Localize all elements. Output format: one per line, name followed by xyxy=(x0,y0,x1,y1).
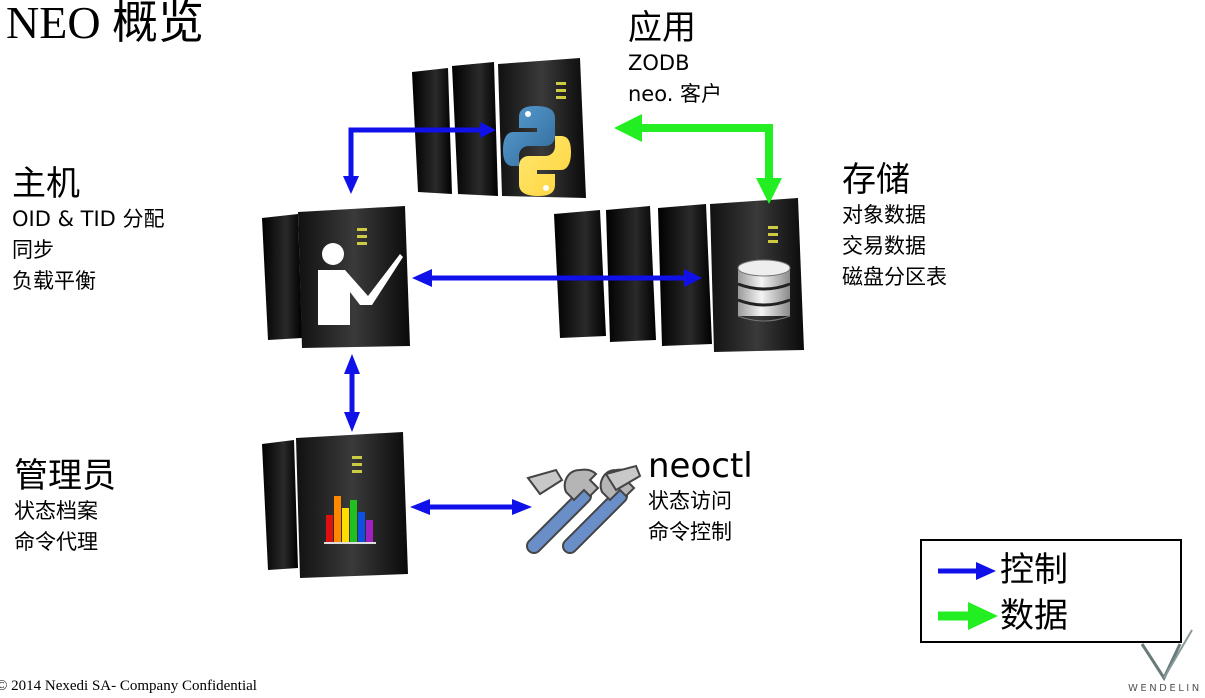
admin-label: 管理员 状态档案 命令代理 xyxy=(14,456,116,558)
control-arrow-master-storage xyxy=(412,269,702,287)
application-line: ZODB xyxy=(628,51,690,75)
legend xyxy=(920,539,1182,643)
database-icon xyxy=(737,259,791,322)
tools-icon xyxy=(526,464,642,554)
admin-line: 状态档案 xyxy=(14,499,98,523)
storage-label: 存储 对象数据 交易数据 磁盘分区表 xyxy=(842,160,947,293)
neoctl-line: 命令控制 xyxy=(648,520,732,544)
master-line: 同步 xyxy=(12,238,54,262)
storage-line: 对象数据 xyxy=(842,203,926,227)
application-heading: 应用 xyxy=(628,8,696,48)
master-label: 主机 OID & TID 分配 同步 负载平衡 xyxy=(12,164,165,297)
storage-line: 磁盘分区表 xyxy=(842,265,947,289)
copyright-footer: © 2014 Nexedi SA- Company Confidential xyxy=(0,678,257,694)
wendelin-logo-icon xyxy=(1140,629,1193,682)
legend-control-label: 控制 xyxy=(1000,550,1068,590)
bar-chart-icon xyxy=(324,496,376,544)
legend-control-arrow xyxy=(938,562,996,580)
legend-data-label: 数据 xyxy=(1000,596,1068,636)
control-arrow-admin-neoctl xyxy=(410,499,532,515)
brand-name: WENDELIN xyxy=(1128,683,1202,694)
master-heading: 主机 xyxy=(12,164,80,204)
application-label: 应用 ZODB neo. 客户 xyxy=(628,8,722,110)
neoctl-heading: neoctl xyxy=(648,446,753,486)
control-arrow-master-admin xyxy=(344,354,360,432)
storage-line: 交易数据 xyxy=(842,234,926,258)
python-logo-icon xyxy=(503,106,571,196)
page-title: NEO 概览 xyxy=(6,0,205,48)
admin-line: 命令代理 xyxy=(14,530,98,554)
data-arrow-storage-application xyxy=(614,114,782,204)
legend-data-arrow xyxy=(938,602,998,630)
admin-heading: 管理员 xyxy=(14,456,116,496)
master-line: OID & TID 分配 xyxy=(12,207,165,231)
neoctl-label: neoctl 状态访问 命令控制 xyxy=(648,446,753,548)
master-line: 负载平衡 xyxy=(12,269,96,293)
control-arrow-master-application xyxy=(343,122,496,194)
teacher-icon xyxy=(318,243,403,325)
storage-heading: 存储 xyxy=(842,160,910,200)
neoctl-line: 状态访问 xyxy=(648,489,732,513)
application-line: neo. 客户 xyxy=(628,82,723,106)
